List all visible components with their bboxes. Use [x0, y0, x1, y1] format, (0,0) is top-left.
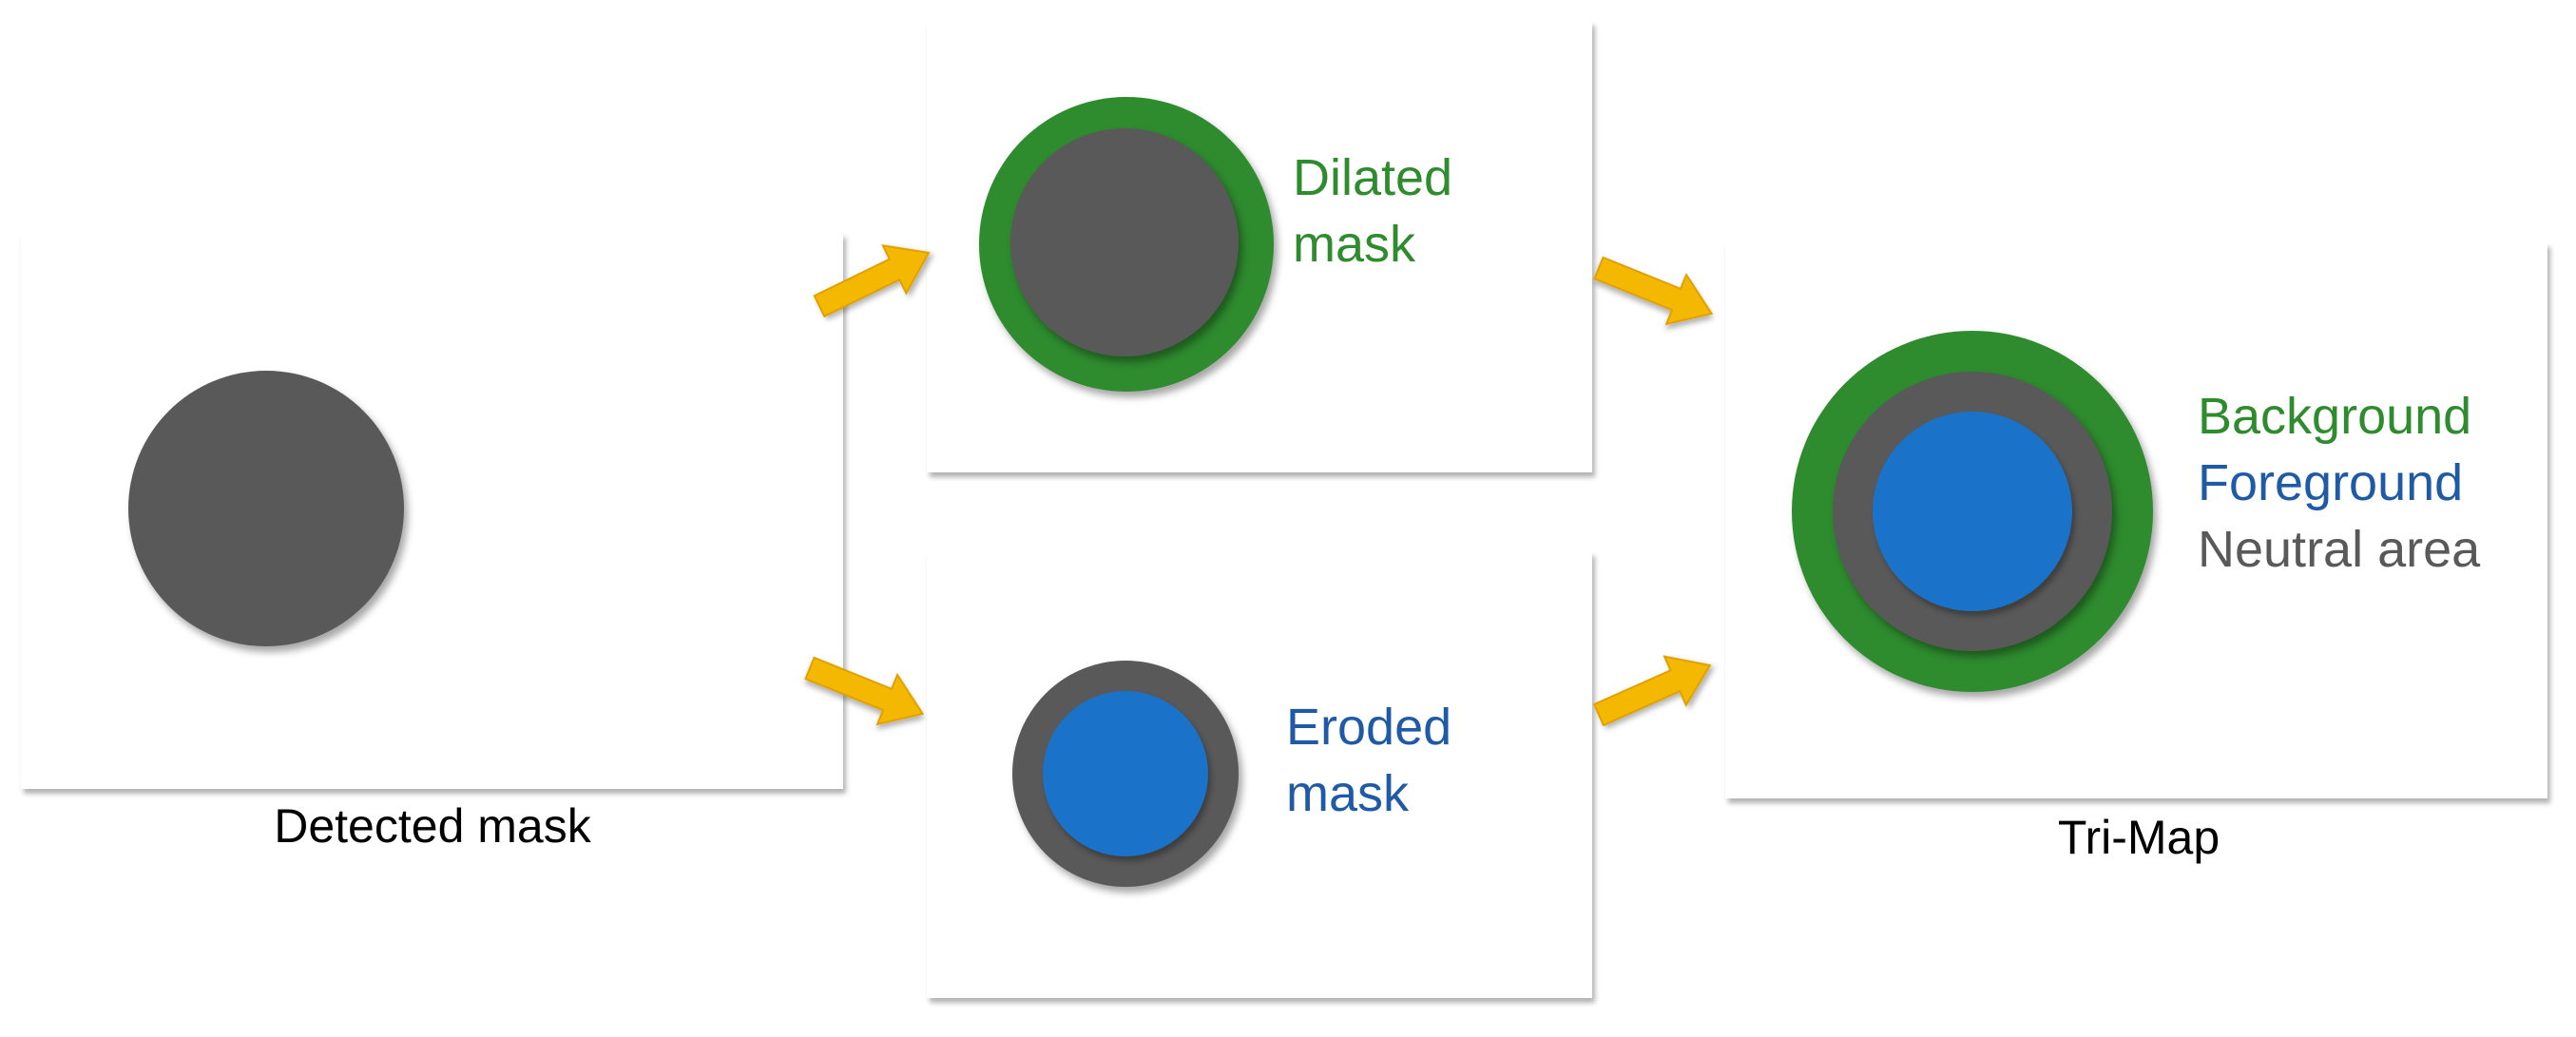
arrow-right-icon	[813, 243, 931, 318]
dilated-label-line2: mask	[1293, 216, 1416, 273]
trimap-foreground-circle	[1873, 412, 2072, 611]
detected-mask-panel	[21, 233, 843, 789]
legend-foreground: Foreground	[2198, 454, 2464, 511]
legend-background: Background	[2198, 388, 2472, 445]
arrow-right-icon	[804, 656, 925, 726]
arrow-right-icon	[1592, 655, 1712, 727]
trimap-panel: Background Foreground Neutral area	[1725, 242, 2547, 798]
detected-mask-circle	[128, 371, 404, 646]
trimap-caption: Tri-Map	[2057, 811, 2220, 864]
eroded-label-line1: Eroded	[1286, 699, 1452, 756]
legend-neutral: Neutral area	[2198, 521, 2481, 578]
eroded-label-line2: mask	[1286, 765, 1410, 822]
eroded-inner-circle	[1043, 691, 1208, 856]
dilated-label-line1: Dilated	[1293, 149, 1453, 206]
arrow-right-icon	[1593, 256, 1714, 326]
detected-mask-caption: Detected mask	[274, 799, 591, 853]
eroded-mask-panel: Eroded mask	[927, 551, 1592, 998]
dilated-mask-panel: Dilated mask	[927, 21, 1592, 472]
dilated-inner-circle	[1010, 128, 1239, 356]
